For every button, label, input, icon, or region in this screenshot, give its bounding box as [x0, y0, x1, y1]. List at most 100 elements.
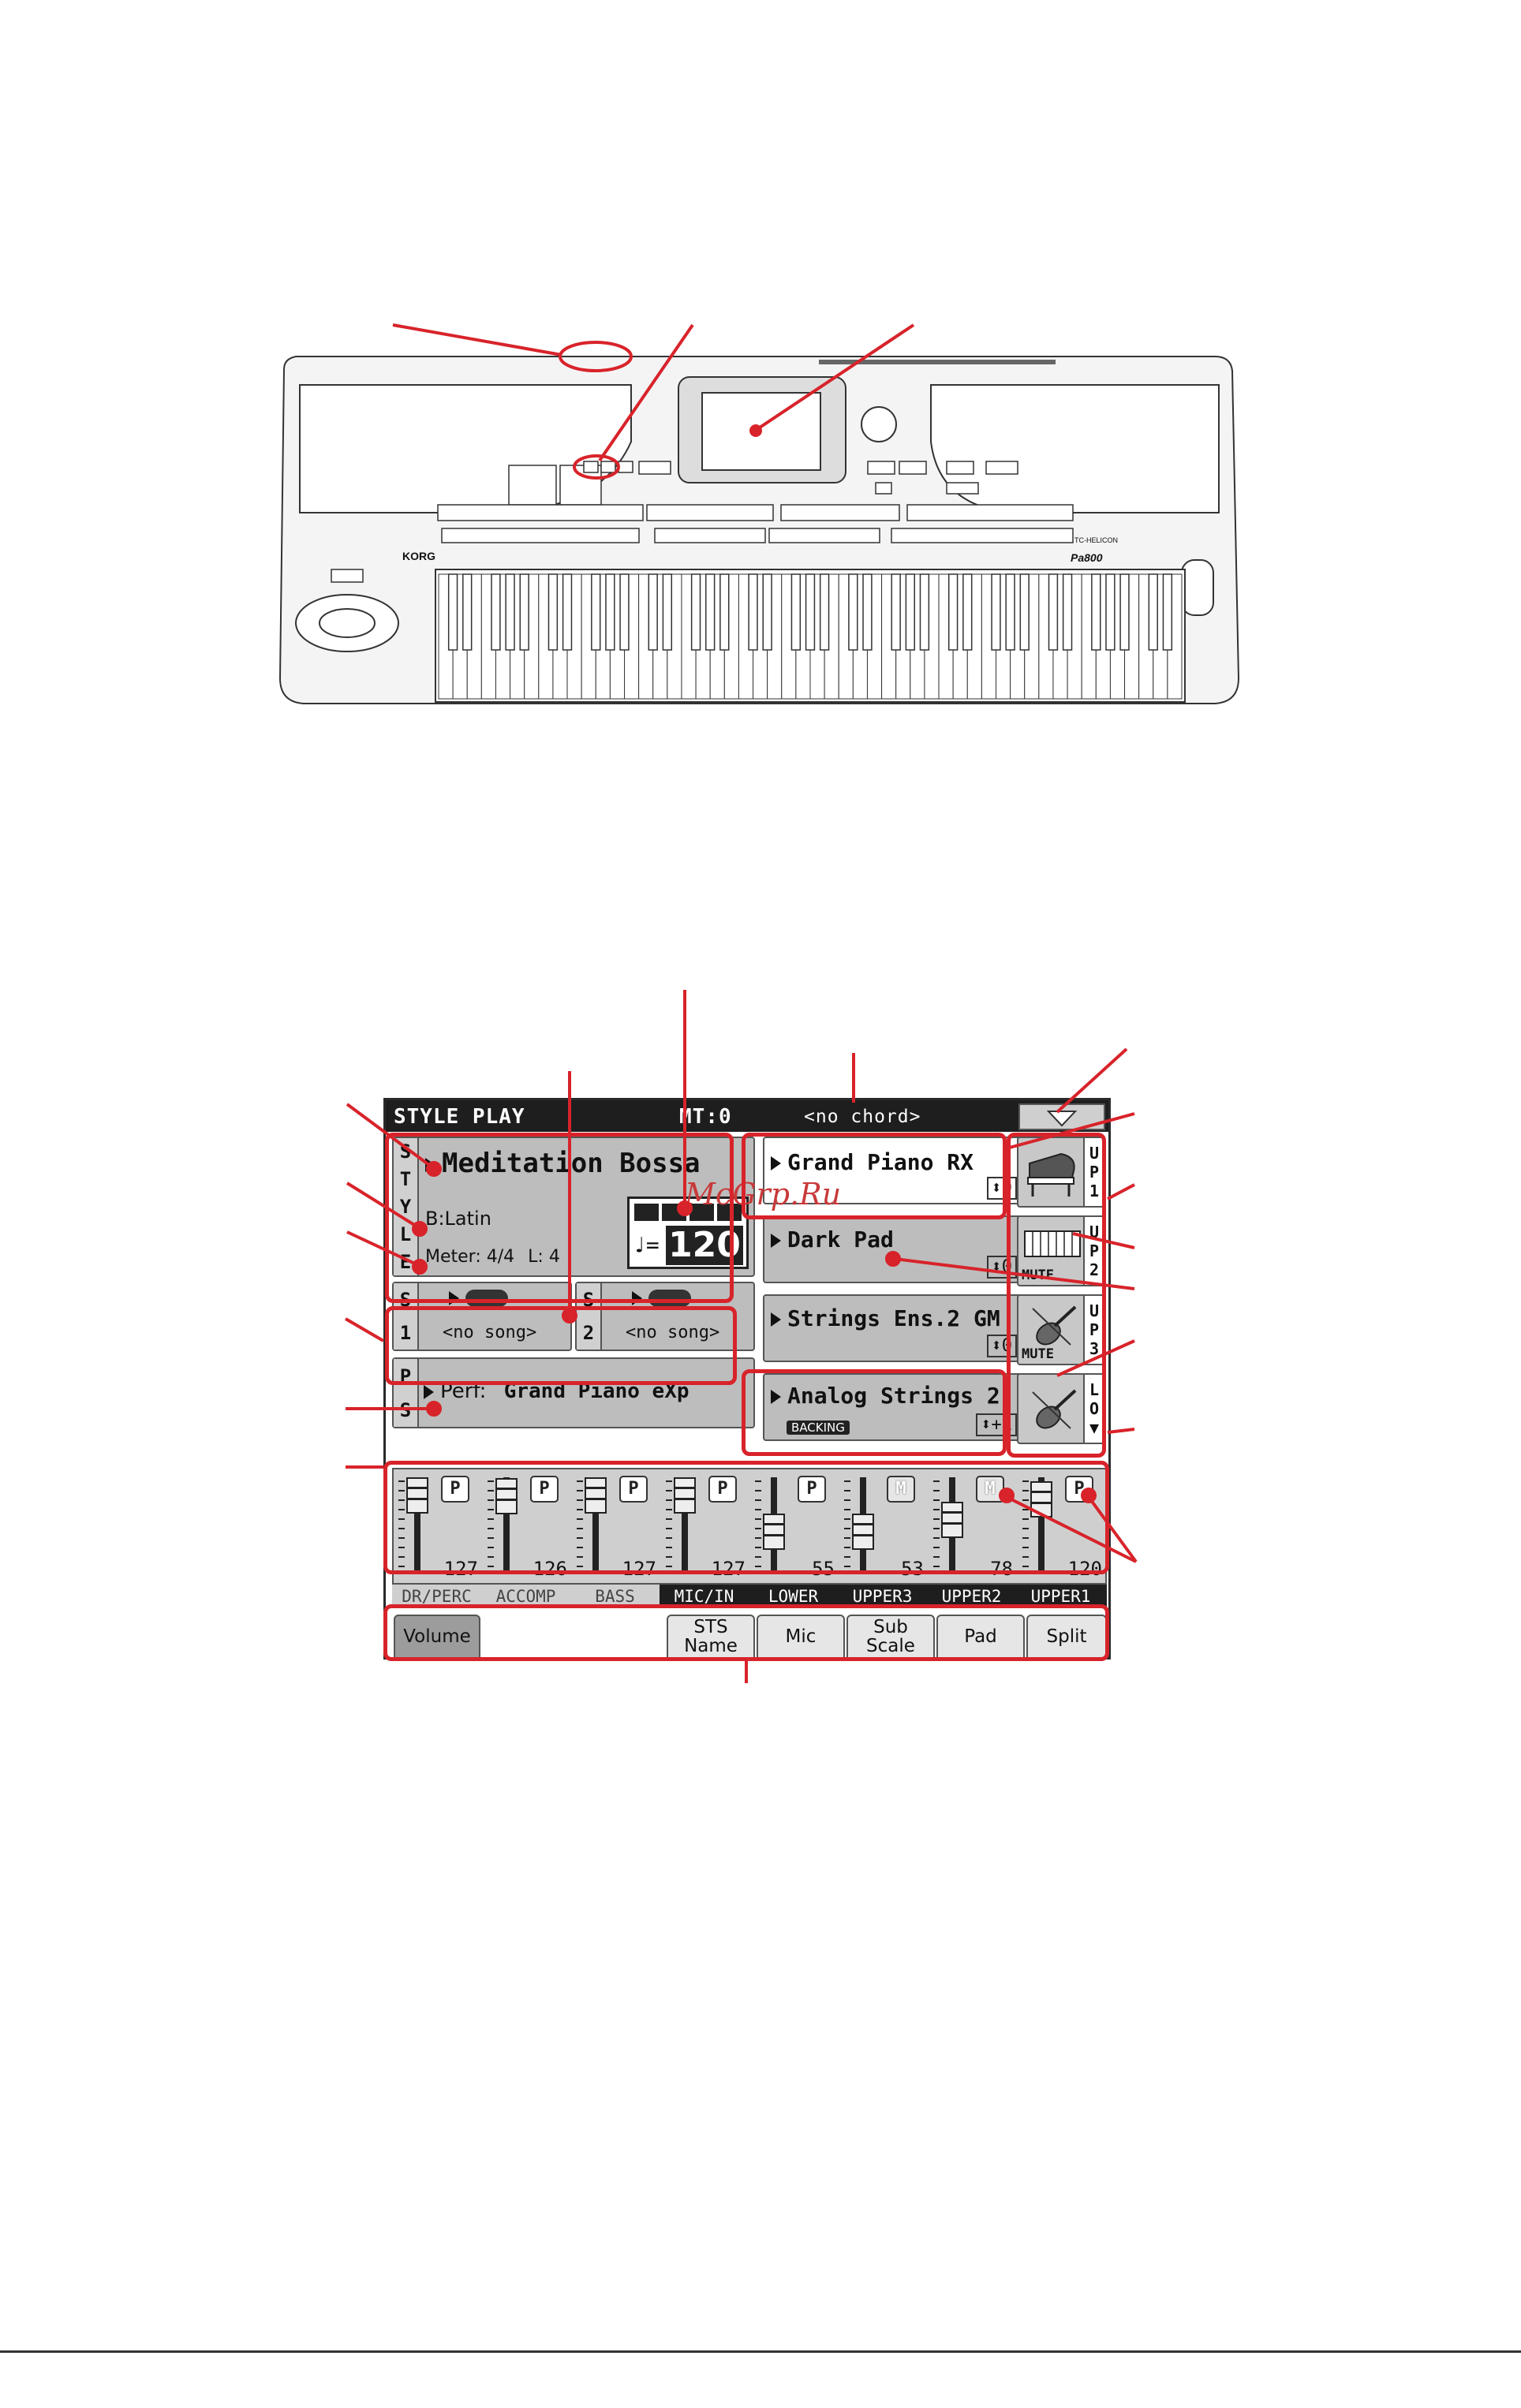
fader-knob[interactable]: [585, 1477, 607, 1514]
length-value: 4: [548, 1247, 560, 1267]
menu-arrow-icon: [1046, 1111, 1078, 1127]
black-key: [591, 573, 601, 651]
fader-scale: [933, 1480, 940, 1574]
black-key: [905, 573, 915, 651]
mixer-channel: P 127: [572, 1469, 661, 1583]
song-2-label-letter: 2: [582, 1322, 595, 1344]
fader-knob[interactable]: [674, 1477, 696, 1514]
black-key: [562, 573, 573, 651]
black-key: [891, 573, 901, 651]
song-1-label-letter: 1: [399, 1322, 412, 1344]
black-key: [991, 573, 1001, 651]
black-key: [705, 573, 716, 651]
sound-upper1[interactable]: Grand Piano RX ⬍0: [763, 1137, 1023, 1204]
callout-circle-buttons: [573, 454, 620, 480]
mixer-channel: P 127: [394, 1469, 483, 1583]
black-key: [947, 573, 959, 651]
brand-logo: KORG: [402, 550, 435, 562]
selector-arrow-icon: [771, 1312, 781, 1327]
black-key: [605, 573, 615, 651]
black-key: [519, 573, 529, 651]
track-label-letter: O: [1089, 1399, 1100, 1418]
chord-display: <no chord>: [804, 1107, 921, 1127]
callout-circle-top: [559, 341, 633, 372]
mute-label-upper3: MUTE: [1022, 1346, 1054, 1362]
fader-track: [503, 1477, 510, 1574]
black-key: [848, 573, 858, 651]
channel-volume: 127: [443, 1558, 478, 1580]
channel-name: LOWER: [768, 1587, 819, 1606]
tab-sts-name[interactable]: STS Name: [667, 1615, 755, 1657]
style-bank: B:Latin: [425, 1208, 491, 1230]
play-button[interactable]: P: [441, 1476, 469, 1503]
performance-label-letter: S: [399, 1398, 412, 1421]
black-key: [1148, 573, 1158, 651]
violin-icon: [1032, 1389, 1077, 1429]
tab-split[interactable]: Split: [1026, 1615, 1107, 1657]
fader-knob[interactable]: [406, 1477, 428, 1514]
fader-knob[interactable]: [941, 1502, 963, 1539]
channel-name: UPPER1: [1030, 1587, 1091, 1606]
black-key: [819, 573, 830, 651]
track-label-letter: 1: [1089, 1182, 1100, 1200]
black-key: [491, 573, 501, 651]
black-key: [719, 573, 730, 651]
violin-icon: [1032, 1305, 1077, 1346]
tab-pad[interactable]: Pad: [936, 1615, 1025, 1657]
length-label: L:: [528, 1247, 544, 1267]
tab-volume[interactable]: Volume: [394, 1615, 480, 1657]
sound-lower[interactable]: Analog Strings 2 BACKING ⬍+1: [763, 1373, 1023, 1441]
callout-frame-tabs: [383, 1604, 1109, 1661]
play-button[interactable]: P: [708, 1476, 737, 1503]
play-button[interactable]: P: [530, 1476, 559, 1503]
channel-name: UPPER2: [941, 1587, 1002, 1606]
black-key: [805, 573, 816, 651]
grand-piano-icon: [1027, 1152, 1075, 1197]
black-key: [748, 573, 758, 651]
panel-buttons: [331, 461, 1074, 583]
selector-arrow-icon: [771, 1390, 781, 1404]
play-button[interactable]: P: [798, 1476, 826, 1503]
black-key: [690, 573, 701, 651]
black-key: [1019, 573, 1030, 651]
track-label-letter: L: [1089, 1380, 1100, 1399]
black-key: [1162, 573, 1173, 651]
callout-frame-songs: [385, 1306, 737, 1385]
page-divider: [0, 2350, 1521, 2353]
callout-frame-tracks: [1007, 1133, 1106, 1458]
black-key: [919, 573, 930, 651]
menu-button[interactable]: [1018, 1103, 1105, 1130]
channel-volume: 127: [622, 1558, 656, 1580]
black-key: [1005, 573, 1015, 651]
black-key: [962, 573, 973, 651]
fader-scale: [577, 1480, 583, 1574]
fader-knob[interactable]: [763, 1513, 785, 1550]
black-key: [1091, 573, 1101, 651]
tab-sub-scale[interactable]: Sub Scale: [846, 1615, 935, 1657]
fader-knob[interactable]: [852, 1514, 874, 1551]
sound-upper3[interactable]: Strings Ens.2 GM ⬍0: [763, 1294, 1023, 1362]
fader-knob[interactable]: [495, 1477, 518, 1514]
track-label-letter: U: [1089, 1301, 1100, 1320]
mixer-channel: M 53: [839, 1469, 929, 1583]
tab-mic[interactable]: Mic: [757, 1615, 845, 1657]
fader-track: [414, 1477, 420, 1574]
mute-button[interactable]: M: [887, 1476, 915, 1503]
sound-upper2-name: Dark Pad: [787, 1226, 894, 1253]
sound-upper2[interactable]: Dark Pad ⬍0: [763, 1215, 1023, 1283]
fader-scale: [844, 1480, 850, 1574]
song-2-status: <no song>: [626, 1323, 720, 1342]
play-button[interactable]: P: [619, 1476, 648, 1503]
beat-indicator: [634, 1204, 742, 1221]
black-key: [505, 573, 515, 651]
black-key: [1105, 573, 1116, 651]
channel-volume: 53: [901, 1558, 924, 1580]
